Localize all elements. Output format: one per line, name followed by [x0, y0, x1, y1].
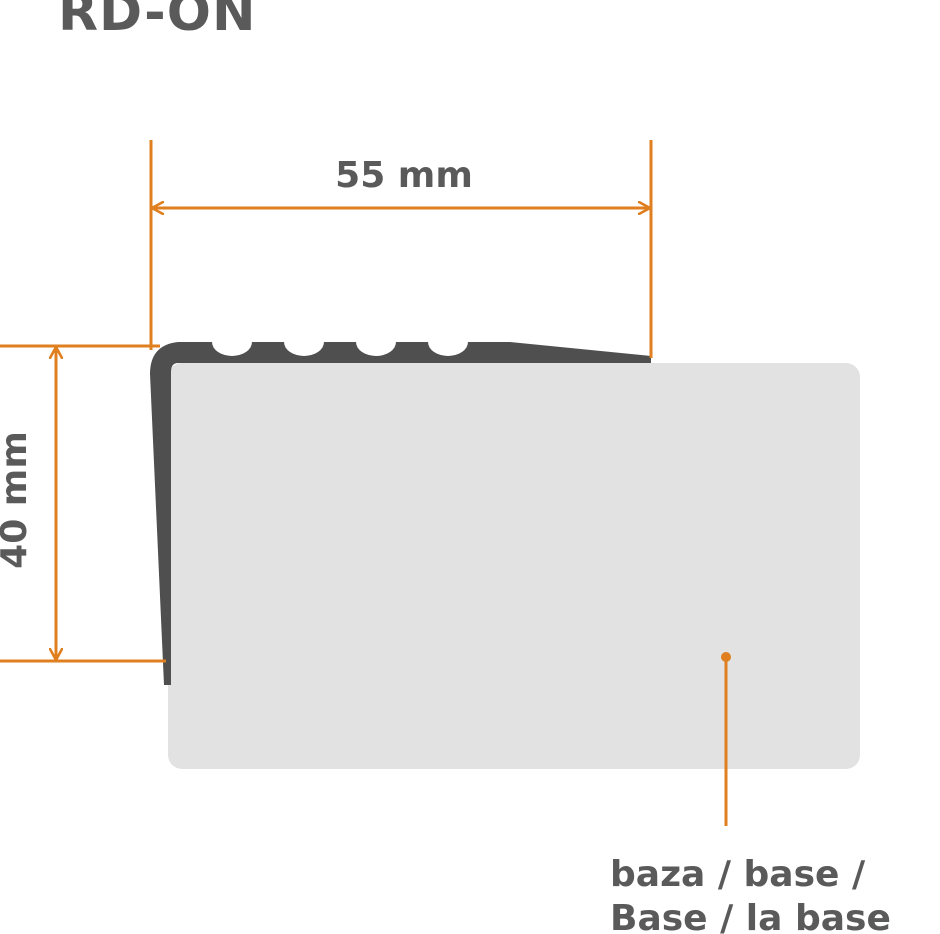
height-dimension: 40 mm	[0, 344, 166, 663]
width-dimension: 55 mm	[149, 140, 653, 358]
base-callout: baza / base / Base / la base	[610, 652, 891, 934]
width-label: 55 mm	[335, 155, 473, 196]
product-title: RD-ON	[58, 0, 256, 43]
callout-label-line2: Base / la base	[610, 898, 891, 934]
base-block	[168, 363, 860, 769]
callout-label-line1: baza / base /	[610, 854, 866, 895]
height-label: 40 mm	[0, 431, 35, 569]
